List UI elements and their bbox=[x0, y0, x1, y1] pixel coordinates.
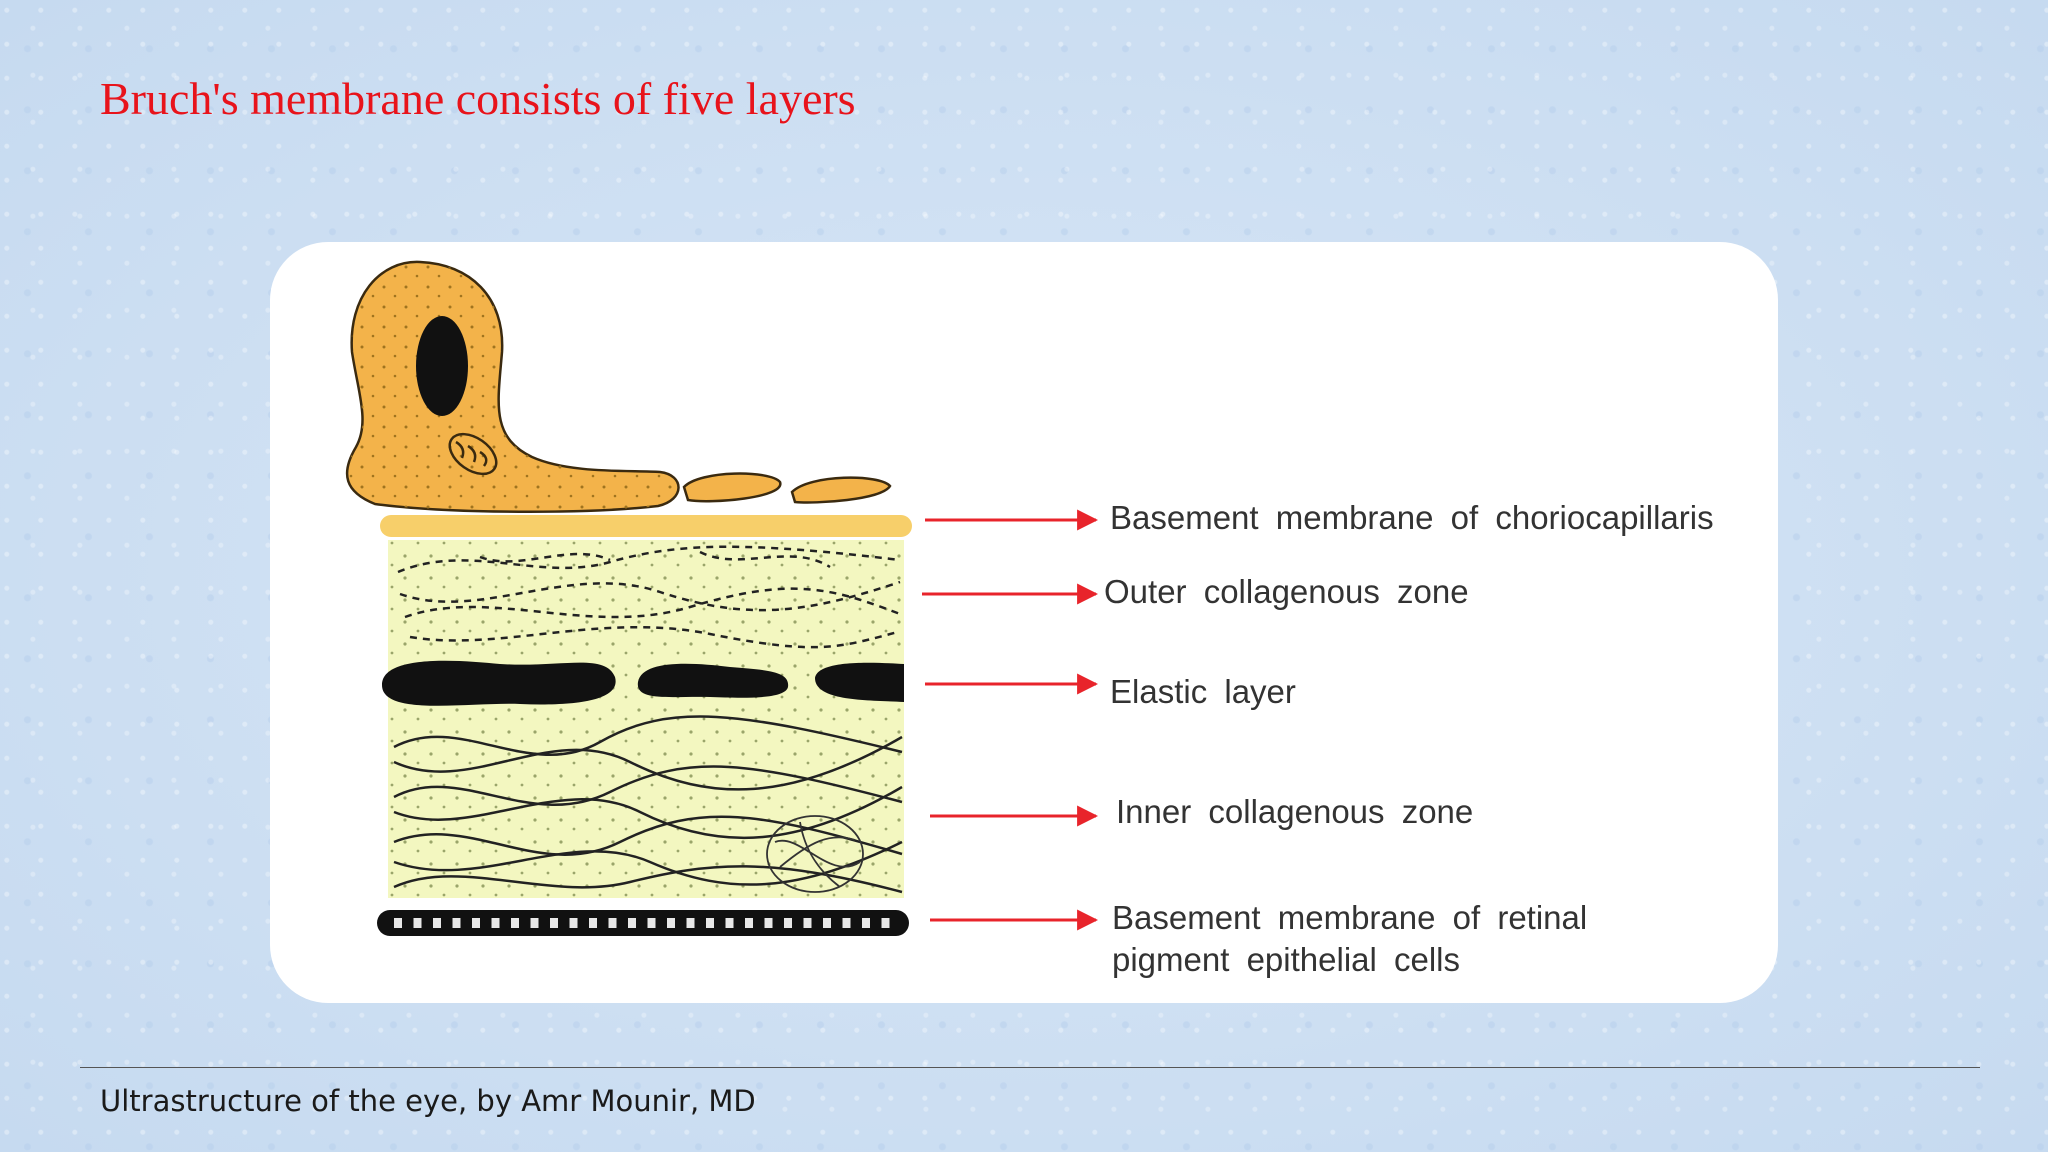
label-outer-collagenous: Outer collagenous zone bbox=[1104, 573, 1469, 610]
membrane-bead bbox=[647, 918, 656, 928]
bruchs-membrane-diagram: Basement membrane of choriocapillaris Ou… bbox=[345, 260, 1714, 978]
cell-fragment bbox=[790, 476, 892, 504]
membrane-bead bbox=[686, 918, 695, 928]
diagram-card: Basement membrane of choriocapillaris Ou… bbox=[270, 242, 1778, 1003]
membrane-bead bbox=[452, 918, 461, 928]
endothelial-cell bbox=[345, 260, 892, 514]
membrane-bead bbox=[628, 918, 636, 928]
membrane-bead bbox=[472, 918, 480, 928]
membrane-bead bbox=[550, 918, 558, 928]
label-arrows bbox=[922, 509, 1099, 931]
label-elastic: Elastic layer bbox=[1110, 673, 1296, 710]
cell-fragment bbox=[682, 472, 782, 503]
label-inner-collagenous: Inner collagenous zone bbox=[1116, 793, 1473, 830]
membrane-bead bbox=[394, 918, 402, 928]
membrane-bead bbox=[530, 918, 539, 928]
membrane-bead bbox=[667, 918, 675, 928]
membrane-bead bbox=[745, 918, 753, 928]
layer-basement-choriocapillaris bbox=[380, 515, 912, 537]
label-basement-rpe-line2: pigment epithelial cells bbox=[1112, 941, 1460, 978]
fiber-knot bbox=[766, 815, 864, 893]
membrane-bead bbox=[862, 918, 870, 928]
layer-elastic bbox=[382, 660, 904, 706]
footer-divider bbox=[80, 1067, 1980, 1068]
footer-credit: Ultrastructure of the eye, by Amr Mounir… bbox=[100, 1084, 756, 1118]
membrane-bead bbox=[764, 918, 773, 928]
layer-inner-collagenous bbox=[393, 715, 903, 894]
membrane-bead bbox=[725, 918, 734, 928]
membrane-bead bbox=[803, 918, 812, 928]
nucleus bbox=[416, 316, 468, 416]
membrane-bead bbox=[589, 918, 597, 928]
membrane-bead bbox=[413, 918, 422, 928]
membrane-bead bbox=[433, 918, 441, 928]
membrane-bead bbox=[511, 918, 519, 928]
membrane-bead bbox=[784, 918, 792, 928]
membrane-bead bbox=[608, 918, 617, 928]
label-basement-choriocapillaris: Basement membrane of choriocapillaris bbox=[1110, 499, 1714, 536]
membrane-bead bbox=[881, 918, 890, 928]
membrane-bead bbox=[491, 918, 500, 928]
membrane-bead bbox=[569, 918, 578, 928]
membrane-bead bbox=[823, 918, 831, 928]
slide-title: Bruch's membrane consists of five layers bbox=[100, 73, 856, 124]
label-basement-rpe-line1: Basement membrane of retinal bbox=[1112, 899, 1587, 936]
layer-outer-collagenous bbox=[397, 545, 901, 649]
layer-basement-rpe bbox=[377, 910, 909, 936]
membrane-bead bbox=[842, 918, 851, 928]
membrane-bead bbox=[706, 918, 714, 928]
mitochondrion bbox=[448, 432, 498, 476]
